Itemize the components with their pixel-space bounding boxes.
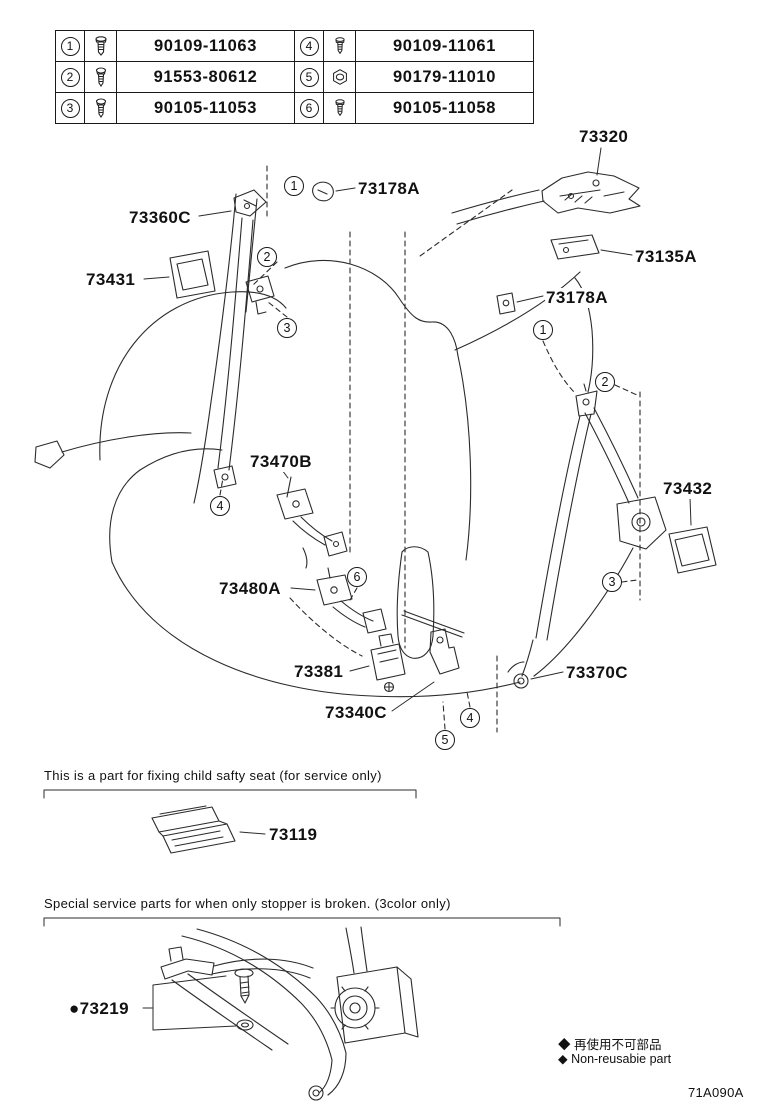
part-label-73340C: 73340C (324, 703, 388, 723)
cover-73432 (668, 526, 717, 574)
buckle-73480A (316, 567, 387, 634)
callout-5: 5 (435, 730, 455, 750)
screw-icon (85, 96, 116, 120)
child-seat-part-73119 (151, 805, 236, 854)
clip-73178A-mid (496, 292, 516, 315)
table-row: 2 91553-80612 5 90179-11010 (55, 61, 534, 93)
part-label-73119: 73119 (268, 825, 319, 845)
special-service-note: Special service parts for when only stop… (44, 896, 451, 911)
callout-4: 4 (210, 496, 230, 516)
callout-number: 5 (299, 67, 319, 87)
bracket-73135A (550, 234, 600, 260)
part-label-73320: 73320 (578, 127, 630, 147)
part-number-cell: 90105-11053 (116, 92, 295, 124)
table-row: 3 90105-11053 6 90105-11058 (55, 92, 534, 124)
buckle-73470B (276, 476, 348, 569)
part-label-73219: ●73219 (68, 999, 130, 1019)
left-seatbelt (213, 189, 275, 489)
callout-number: 2 (60, 67, 80, 87)
part-number-cell: 91553-80612 (116, 61, 295, 93)
bolt-icon (85, 34, 116, 58)
car-body-outline (34, 189, 594, 698)
fastener-table: 1 90109-11063 4 90109-11061 2 91553-8061… (55, 30, 534, 124)
shelf-bracket-73320 (541, 171, 641, 214)
nut-icon (324, 66, 355, 88)
callout-number: 1 (60, 36, 80, 56)
note-brackets (43, 789, 561, 927)
part-label-73431: 73431 (85, 270, 137, 290)
non-reusable-legend-en: ◆ Non-reusabie part (558, 1052, 672, 1066)
callout-3: 3 (602, 572, 622, 592)
leader-lines (142, 147, 692, 1031)
callout-6: 6 (347, 567, 367, 587)
center-device-73381 (370, 633, 406, 693)
part-label-73470B: 73470B (249, 452, 313, 472)
screw-icon (85, 65, 116, 89)
child-seat-note: This is a part for fixing child safty se… (44, 768, 382, 783)
part-number-cell: 90109-11061 (355, 30, 534, 62)
clip-73178A-top (312, 181, 334, 202)
part-number-cell: 90109-11063 (116, 30, 295, 62)
part-label-73370C: 73370C (565, 663, 629, 683)
part-label-73135A: 73135A (634, 247, 698, 267)
callout-number: 6 (299, 98, 319, 118)
hidden-lines (219, 165, 641, 733)
part-label-73381: 73381 (293, 662, 345, 682)
part-label-73432: 73432 (662, 479, 714, 499)
right-seatbelt (507, 383, 667, 689)
part-number-cell: 90179-11010 (355, 61, 534, 93)
part-label-73178A-mid: 73178A (545, 288, 609, 308)
callout-2: 2 (595, 372, 615, 392)
bezel-73431 (169, 250, 216, 299)
screw-icon (324, 97, 355, 119)
diagram-code: 71A090A (688, 1085, 744, 1100)
callout-number: 4 (299, 36, 319, 56)
callout-4: 4 (460, 708, 480, 728)
part-label-73480A: 73480A (218, 579, 282, 599)
callout-1: 1 (533, 320, 553, 340)
table-row: 1 90109-11063 4 90109-11061 (55, 30, 534, 62)
part-number-cell: 90105-11058 (355, 92, 534, 124)
bolt-icon (324, 35, 355, 57)
part-label-73360C: 73360C (128, 208, 192, 228)
part-label-73178A-top: 73178A (357, 179, 421, 199)
special-service-drawing (160, 926, 419, 1101)
callout-2: 2 (257, 247, 277, 267)
anchor-73340C (401, 610, 465, 675)
callout-number: 3 (60, 98, 80, 118)
non-reusable-legend-jp: ◆ 再使用不可部品 (558, 1038, 662, 1052)
callout-1: 1 (284, 176, 304, 196)
callout-3: 3 (277, 318, 297, 338)
